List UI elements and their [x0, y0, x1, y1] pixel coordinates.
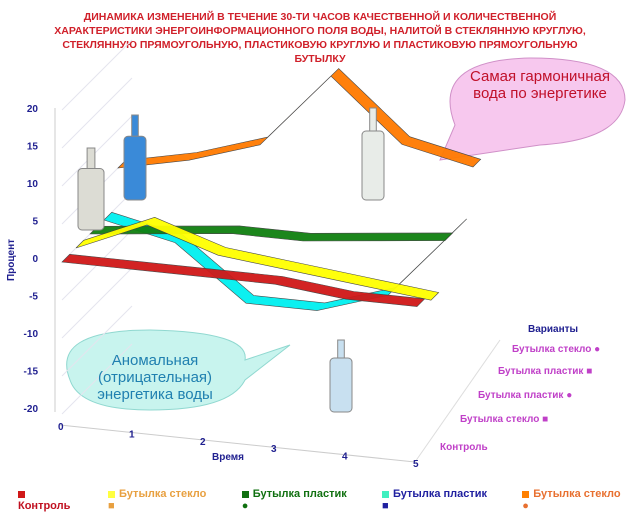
gridline [61, 267, 133, 339]
z-tick-label: Контроль [440, 442, 488, 453]
legend-swatch [382, 490, 390, 498]
y-tick-label: 20 [27, 104, 39, 115]
bottle-body [77, 168, 105, 231]
legend-label: Контроль [18, 500, 71, 512]
gridline [61, 305, 133, 377]
z-tick-label: Бутылка стекло ● [512, 344, 600, 355]
top-bubble-text: Самая гармоничная вода по энергетике [470, 68, 610, 102]
y-tick-label: 15 [27, 142, 39, 153]
y-tick-label: 0 [32, 254, 38, 265]
chart-title: ДИНАМИКА ИЗМЕНЕНИЙ В ТЕЧЕНИЕ 30-ТИ ЧАСОВ… [54, 11, 586, 65]
legend-label: Бутылка стекло ■ [108, 488, 207, 512]
legend-item: Бутылка пластик ● [241, 488, 354, 512]
y-tick-label: -10 [24, 329, 39, 340]
x-tick-label: 5 [413, 459, 419, 470]
x-axis-label: Время [212, 452, 244, 463]
plastic-square-bottle-image [329, 339, 353, 413]
y-tick-label: -5 [29, 292, 38, 303]
y-axis-label: Процент [6, 239, 17, 281]
bottom-bubble-text: Аномальная (отрицательная) энергетика во… [97, 352, 213, 403]
legend-label: Бутылка стекло ● [522, 488, 621, 512]
legend-item: Бутылка пластик ■ [382, 488, 494, 512]
series-4-ribbon [117, 68, 482, 169]
z-axis-label: Варианты [528, 324, 578, 335]
bottle-neck [337, 339, 345, 359]
legend-swatch [108, 490, 116, 498]
series-2-ribbon [89, 225, 454, 242]
y-tick-label: -15 [24, 367, 39, 378]
top-bubble [439, 57, 626, 161]
x-tick-label: 4 [342, 452, 348, 463]
plastic-round-bottle-image [123, 114, 147, 201]
z-tick-label: Бутылка пластик ● [478, 390, 572, 401]
bottle-body [361, 130, 385, 201]
series-0-ribbon [61, 253, 426, 307]
x-tick-label: 2 [200, 437, 206, 448]
series-1-ribbon [75, 216, 440, 301]
legend-item: Бутылка стекло ■ [108, 488, 214, 512]
legend-item: Контроль [18, 488, 80, 512]
legend-label: Бутылка пластик ● [241, 488, 347, 512]
bottle-neck [86, 147, 96, 169]
legend-label: Бутылка пластик ■ [382, 488, 488, 512]
bottle-body [329, 357, 353, 413]
legend-swatch [18, 490, 25, 498]
y-tick-label: 5 [32, 217, 38, 228]
x-tick-label: 3 [271, 444, 277, 455]
gridline [61, 77, 133, 149]
x-tick-label: 1 [129, 429, 135, 440]
bottle-neck [369, 107, 377, 132]
z-tick-label: Бутылка стекло ■ [460, 414, 548, 425]
glass-round-bottle-image [361, 107, 385, 201]
gridline [61, 343, 133, 415]
x-axis [59, 424, 416, 463]
bottle-body [123, 135, 147, 201]
legend-swatch [522, 490, 530, 498]
z-tick-label: Бутылка пластик ■ [498, 366, 592, 377]
z-axis [414, 339, 501, 463]
legend: Контроль Бутылка стекло ■ Бутылка пластик … [18, 488, 628, 512]
legend-swatch [241, 490, 249, 498]
x-tick-label: 0 [58, 422, 64, 433]
bottom-bubble [66, 329, 291, 411]
glass-square-bottle-image [77, 147, 105, 231]
y-tick-label: -20 [24, 404, 39, 415]
gridline [61, 115, 133, 187]
gridline [61, 39, 133, 111]
bottle-neck [131, 114, 139, 137]
y-tick-label: 10 [27, 179, 39, 190]
legend-item: Бутылка стекло ● [522, 488, 628, 512]
